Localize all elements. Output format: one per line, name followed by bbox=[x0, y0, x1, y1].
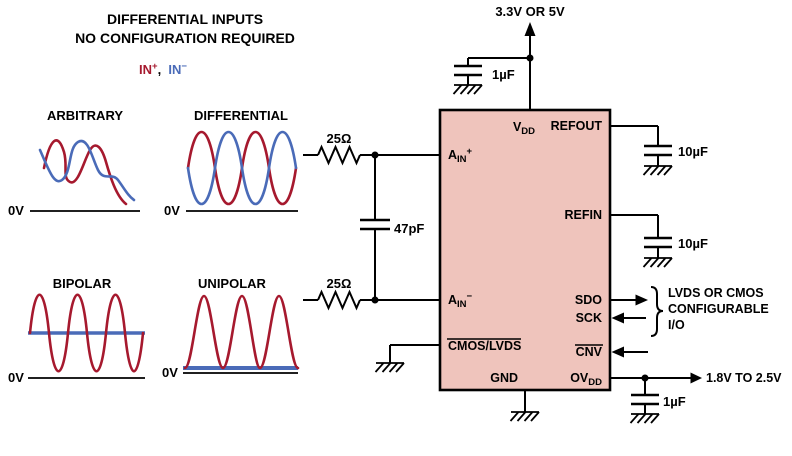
cap-vdd-label: 1µF bbox=[492, 67, 515, 82]
arrow-right-sdo bbox=[635, 294, 648, 306]
wire-cmos-lvds bbox=[389, 344, 440, 363]
ovdd-rail-label: 1.8V TO 2.5V bbox=[706, 371, 782, 385]
pin-ain-minus: AIN− bbox=[448, 291, 473, 310]
pin-sck: SCK bbox=[576, 311, 602, 325]
cap-vdd-plates bbox=[454, 64, 482, 77]
ovdd-supply: 1.8V TO 2.5V 1µF bbox=[610, 371, 782, 424]
differential-zero-label: 0V bbox=[164, 203, 180, 218]
io-note-line3: I/O bbox=[668, 318, 685, 332]
arrow-up-vdd bbox=[524, 22, 536, 36]
panel-arbitrary-title: ARBITRARY bbox=[47, 108, 123, 123]
io-note-line2: CONFIGURABLE bbox=[668, 302, 769, 316]
input-network: 25Ω 25Ω 47pF bbox=[303, 131, 440, 311]
panel-bipolar-title: BIPOLAR bbox=[53, 276, 112, 291]
arrow-right-ovdd bbox=[690, 372, 702, 384]
pin-cnv: CNV bbox=[576, 345, 603, 359]
arrow-left-cnv bbox=[611, 346, 624, 358]
pin-gnd: GND bbox=[490, 371, 518, 385]
cap-refin-label: 10µF bbox=[678, 236, 708, 251]
cmos-lvds-ground bbox=[374, 344, 440, 373]
adc-chip-body bbox=[438, 108, 612, 392]
cap-refout-plates bbox=[644, 144, 672, 157]
digital-io: LVDS OR CMOS CONFIGURABLE I/O bbox=[610, 286, 769, 358]
differential-blue-waveform bbox=[186, 130, 298, 206]
panel-unipolar-title: UNIPOLAR bbox=[198, 276, 267, 291]
pin-sdo: SDO bbox=[575, 293, 602, 307]
cap-vdd-leads bbox=[467, 57, 530, 85]
io-brace bbox=[650, 286, 664, 337]
bipolar-zero-label: 0V bbox=[8, 370, 24, 385]
in-minus-label: IN bbox=[168, 62, 181, 77]
unipolar-red-waveform bbox=[183, 294, 300, 370]
refin-bypass: 10µF bbox=[610, 214, 708, 268]
vdd-supply: 3.3V OR 5V 1µF bbox=[452, 4, 565, 110]
resistor-bottom bbox=[317, 289, 361, 311]
bipolar-red-waveform bbox=[28, 293, 145, 373]
wire-refin bbox=[610, 214, 659, 258]
in-plus-label: IN bbox=[139, 62, 152, 77]
pin-refout: REFOUT bbox=[551, 119, 603, 133]
cap-input-label: 47pF bbox=[394, 221, 424, 236]
resistor-top bbox=[317, 144, 361, 166]
unipolar-zero-label: 0V bbox=[162, 365, 178, 380]
panel-unipolar: UNIPOLAR 0V bbox=[162, 276, 300, 380]
cap-ovdd-plates bbox=[631, 393, 659, 406]
panel-arbitrary: ARBITRARY 0V bbox=[8, 108, 140, 218]
arrow-left-sck bbox=[611, 312, 624, 324]
resistor-top-label: 25Ω bbox=[327, 131, 352, 146]
pin-ain-plus: AIN+ bbox=[448, 146, 473, 165]
wire-refout bbox=[610, 125, 659, 166]
vdd-rail-label: 3.3V OR 5V bbox=[495, 4, 565, 19]
chip-pin-labels: AIN+ AIN− CMOS/LVDS VDD REFOUT REFIN SDO… bbox=[447, 119, 603, 388]
input-signal-names: IN+, IN− bbox=[139, 61, 187, 77]
header-line1: DIFFERENTIAL INPUTS bbox=[107, 11, 263, 27]
arbitrary-blue-waveform bbox=[38, 139, 136, 202]
io-note-line1: LVDS OR CMOS bbox=[668, 286, 764, 300]
header-line2: NO CONFIGURATION REQUIRED bbox=[75, 30, 295, 46]
pin-cmos-lvds: CMOS/LVDS bbox=[448, 339, 521, 353]
resistor-bottom-label: 25Ω bbox=[327, 276, 352, 291]
cap-ovdd-label: 1µF bbox=[663, 394, 686, 409]
cap-refout-label: 10µF bbox=[678, 144, 708, 159]
cap-input-plates bbox=[360, 218, 390, 231]
pin-refin: REFIN bbox=[565, 208, 603, 222]
pin-vdd: VDD bbox=[513, 120, 535, 137]
refout-bypass: 10µF bbox=[610, 125, 708, 176]
panel-differential: DIFFERENTIAL 0V bbox=[164, 108, 298, 218]
pin-ovdd: OVDD bbox=[570, 371, 602, 388]
cap-refin-plates bbox=[644, 236, 672, 249]
gnd-connection bbox=[509, 390, 540, 422]
panel-differential-title: DIFFERENTIAL bbox=[194, 108, 288, 123]
arbitrary-zero-label: 0V bbox=[8, 203, 24, 218]
arbitrary-red-waveform bbox=[42, 139, 128, 206]
panel-bipolar: BIPOLAR 0V bbox=[8, 276, 145, 385]
